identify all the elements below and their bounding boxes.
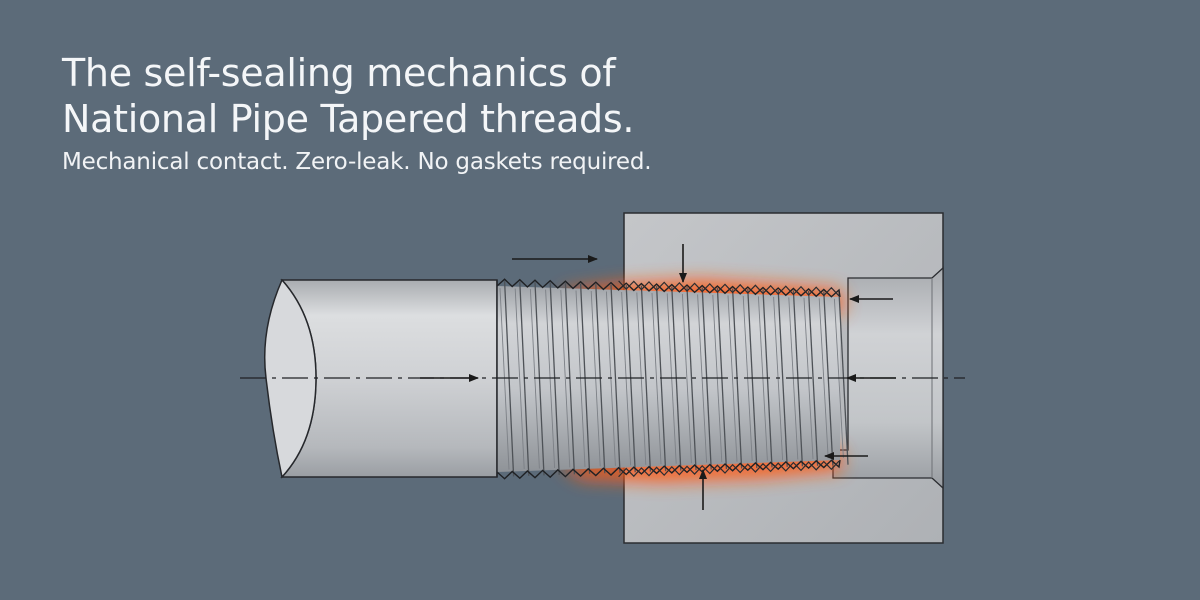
thread-helix-line [534, 282, 545, 476]
title-line-1: The self-sealing mechanics of [62, 51, 616, 95]
thread-root-line [818, 298, 829, 459]
thread-root-line [636, 292, 647, 465]
thread-root-line [499, 288, 510, 470]
page-subtitle: Mechanical contact. Zero-leak. No gasket… [62, 149, 652, 175]
thread-root-line [529, 289, 540, 469]
thread-helix-line [503, 281, 515, 477]
thread-helix-line [686, 287, 697, 471]
thread-helix-line [655, 286, 667, 472]
female-thread-bottom [618, 460, 840, 478]
tapered-male-thread [496, 278, 849, 480]
thread-root-line [575, 290, 586, 467]
thread-crest-top [496, 278, 841, 298]
thread-helix-line [625, 285, 636, 473]
title-line-2: National Pipe Tapered threads. [62, 97, 635, 141]
thread-helix-line [610, 284, 621, 473]
force-arrows [420, 244, 896, 510]
thread-helix-line [579, 283, 591, 474]
thread-helix-line [564, 283, 576, 475]
thread-root-line [605, 291, 616, 466]
thread-root-line [651, 292, 662, 465]
thread-helix-line [777, 289, 788, 467]
thread-root-line [514, 288, 525, 470]
thread-root-line [545, 289, 556, 469]
thread-root-line [560, 290, 571, 468]
thread-helix-line [807, 290, 819, 466]
female-thread-top [618, 280, 840, 297]
thread-helix-line [595, 284, 606, 474]
thread-root-line [681, 293, 692, 464]
thread-root-line [621, 291, 632, 466]
thread-helix-line [549, 282, 560, 475]
page-title: The self-sealing mechanics of National P… [62, 50, 634, 142]
thread-helix-line [640, 285, 652, 472]
thread-crest-bottom [496, 459, 841, 480]
thread-root-line [727, 295, 738, 462]
thread-root-line [590, 290, 601, 467]
thread-helix-line [519, 281, 530, 476]
